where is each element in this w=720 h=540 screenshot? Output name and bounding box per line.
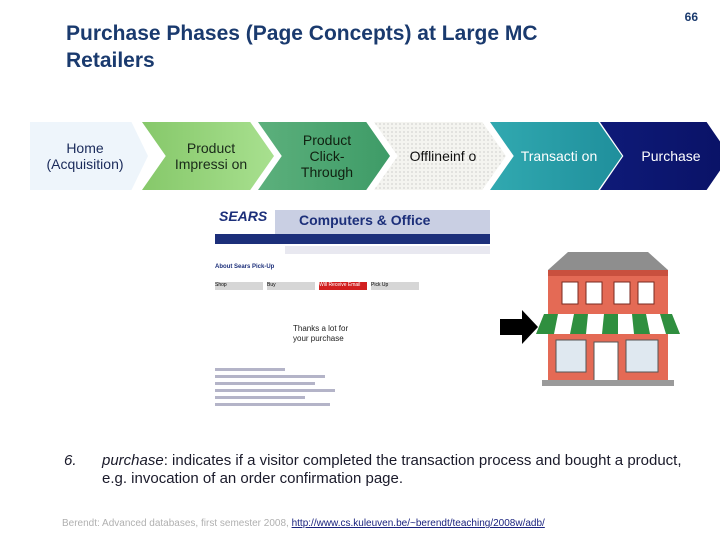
item-text: : indicates if a visitor completed the t… <box>102 452 682 487</box>
thanks-line: Thanks a lot for <box>293 324 349 333</box>
step-email: Will Receive Email <box>319 282 367 290</box>
footer: Berendt: Advanced databases, first semes… <box>62 518 720 529</box>
step-shop: Shop <box>215 282 263 290</box>
category-banner: Computers & Office <box>275 210 490 234</box>
item-number: 6. <box>64 452 77 469</box>
phase-label: Product Impressi on <box>174 140 248 172</box>
step-pickup: Pick Up <box>371 282 419 290</box>
phase-label: Product Click-Through <box>300 132 354 180</box>
step-label: Will Receive Email <box>319 282 361 288</box>
phase-label: Home (Acquisition) <box>46 140 124 172</box>
thanks-line: your purchase <box>293 334 344 343</box>
fine-print <box>215 368 345 410</box>
page-number: 66 <box>684 10 698 24</box>
sears-logo: SEARS <box>219 208 268 224</box>
phase-offline-info: Offlineinf o <box>374 122 506 190</box>
phase-product-click-through: Product Click-Through <box>258 122 390 190</box>
step-label: Shop <box>215 282 227 288</box>
phase-transaction: Transacti on <box>490 122 622 190</box>
footer-text: Berendt: Advanced databases, first semes… <box>62 518 292 529</box>
sears-confirmation-screenshot: SEARS Computers & Office About Sears Pic… <box>215 200 490 412</box>
thanks-message: Thanks a lot for your purchase <box>293 324 383 344</box>
store-building-icon <box>536 252 680 386</box>
category-title: Computers & Office <box>299 212 431 228</box>
item-term: purchase <box>102 452 164 469</box>
sears-subnav-bar <box>285 246 490 254</box>
sears-nav-bar <box>215 234 490 244</box>
footer-link[interactable]: http://www.cs.kuleuven.be/~berendt/teach… <box>291 518 545 529</box>
pickup-steps: Shop Buy Will Receive Email Pick Up <box>215 274 490 294</box>
step-label: Buy <box>267 282 276 288</box>
step-buy: Buy <box>267 282 315 290</box>
right-arrow-icon <box>500 310 538 344</box>
phase-product-impression: Product Impressi on <box>142 122 274 190</box>
phase-label: Transacti on <box>520 148 598 164</box>
phase-home: Home (Acquisition) <box>30 122 148 190</box>
section-label: About Sears Pick-Up <box>215 264 275 270</box>
slide-title: Purchase Phases (Page Concepts) at Large… <box>66 22 538 72</box>
sears-header: SEARS Computers & Office <box>215 204 490 234</box>
phase-label: Offlineinf o <box>409 148 477 164</box>
phase-label: Purchase <box>641 148 701 164</box>
step-label: Pick Up <box>371 282 389 288</box>
item-description: purchase: indicates if a visitor complet… <box>102 452 682 488</box>
phase-chevrons: Home (Acquisition) Product Impressi on P… <box>30 122 720 190</box>
